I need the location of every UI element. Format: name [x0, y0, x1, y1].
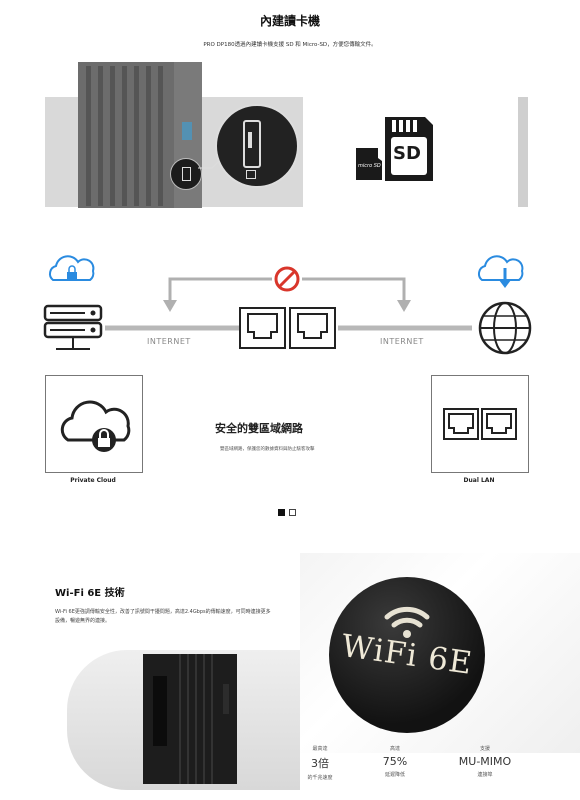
stat-speed-top: 最高達 [312, 746, 328, 752]
stat-latency-top: 高達 [389, 746, 400, 752]
card-reader-subtitle: PRO DP180透過內建讀卡機支援 SD 和 Micro-SD，方便您傳輸文件… [203, 42, 377, 48]
stat-latency: 高達 75% 延遲降低 [360, 745, 430, 778]
dual-lan-description: 雙區域網路，保護您的數據資料與防止駭客攻擊 [220, 447, 315, 452]
stat-speed-bottom: 的千兆速度 [307, 775, 333, 781]
right-backdrop [518, 97, 528, 207]
private-cloud-panel [45, 375, 143, 473]
stat-mumimo-bottom: 連接埠 [477, 772, 493, 778]
stat-speed-value: 3倍 [311, 757, 329, 770]
pagination-dot[interactable] [289, 509, 296, 516]
stat-mumimo: 支援 MU-MIMO 連接埠 [450, 745, 520, 778]
wifi-description: Wi-Fi 6E更強調傳輸安全性，改善了訊號間干擾問題，高達2.4Gbps的傳輸… [55, 609, 271, 624]
card-slot-zoom [215, 104, 299, 188]
lan-ports-icon [443, 408, 517, 440]
microsd-card-icon [356, 148, 382, 180]
dual-lan-panel [431, 375, 529, 473]
stat-mumimo-top: 支援 [479, 746, 490, 752]
stat-speed: 最高達 3倍 的千兆速度 [285, 745, 355, 781]
internet-label-right: INTERNET [380, 337, 424, 346]
dual-lan-label: Dual LAN [463, 477, 495, 484]
internet-label-left: INTERNET [147, 337, 191, 346]
wifi-title: Wi-Fi 6E 技術 [55, 588, 125, 599]
stat-latency-value: 75% [382, 755, 408, 768]
stat-mumimo-value: MU-MIMO [458, 755, 512, 768]
network-diagram [43, 255, 532, 355]
cloud-lock-icon [60, 400, 131, 452]
pc-tower-black [143, 654, 237, 784]
wifi-6e-badge: WiFi 6E [329, 577, 485, 733]
private-cloud-label: Private Cloud [70, 477, 116, 484]
dual-lan-title: 安全的雙區域網路 [215, 422, 303, 435]
card-slot-callout [170, 158, 202, 190]
card-reader-title: 內建讀卡機 [259, 14, 320, 28]
sd-card-icon [385, 117, 433, 181]
pagination-dot-active[interactable] [278, 509, 285, 516]
stat-latency-bottom: 延遲降低 [384, 772, 405, 778]
microsd-label: micro SD [358, 163, 381, 169]
sd-label: SD [393, 143, 421, 164]
wifi-icon [384, 606, 430, 638]
